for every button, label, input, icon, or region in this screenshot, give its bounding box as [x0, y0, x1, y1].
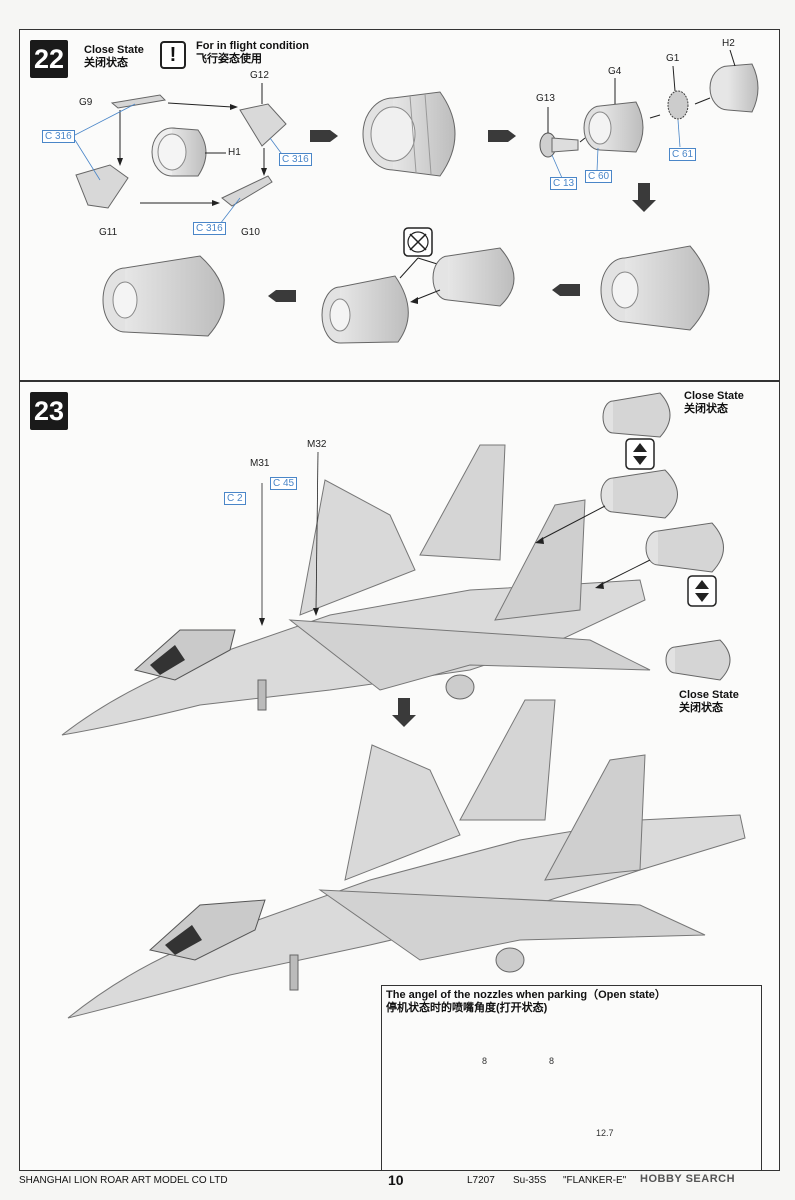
color-ref-c316: C 316: [279, 153, 312, 166]
part-label-g13: G13: [536, 93, 555, 104]
angle-label-left: 8: [482, 1056, 488, 1066]
watermark: HOBBY SEARCH: [640, 1173, 736, 1185]
step-number: 22: [30, 40, 68, 78]
part-label-h1: H1: [228, 147, 241, 158]
parking-angle-inset: The angel of the nozzles when parking（Op…: [381, 985, 762, 1171]
part-label-h2: H2: [722, 38, 735, 49]
close-state-label-bottom: Close State 关闭状态: [679, 689, 739, 714]
page-number: 10: [388, 1172, 404, 1188]
part-label-m32: M32: [307, 439, 327, 450]
color-ref-c13: C 13: [550, 177, 578, 190]
exclamation-icon: !: [160, 41, 186, 69]
angle-label-right: 8: [549, 1056, 555, 1066]
part-label-g10: G10: [241, 227, 260, 238]
part-label-g1: G1: [666, 53, 680, 64]
page-footer: SHANGHAI LION ROAR ART MODEL CO LTD 10 L…: [0, 1172, 795, 1200]
part-g11: [75, 164, 129, 209]
inset-title-en: The angel of the nozzles when parking（Op…: [386, 989, 666, 1001]
part-g12: [239, 103, 287, 147]
step-number: 23: [30, 392, 68, 430]
aircraft-bottom: [67, 699, 746, 1019]
color-ref-c316: C 316: [42, 130, 75, 143]
company-name: SHANGHAI LION ROAR ART MODEL CO LTD: [19, 1175, 228, 1186]
up-down-arrows-icon: [687, 575, 717, 607]
color-ref-c60: C 60: [585, 170, 613, 183]
part-g9: [110, 94, 167, 109]
part-g10: [221, 175, 273, 207]
part-label-m31: M31: [250, 458, 270, 469]
color-ref-c316: C 316: [193, 222, 226, 235]
part-label-g4: G4: [608, 66, 622, 77]
color-ref-c2: C 2: [224, 492, 246, 505]
color-ref-c61: C 61: [669, 148, 697, 161]
kit-code: L7207: [467, 1175, 495, 1186]
up-down-arrows-icon: [625, 438, 655, 470]
close-state-label-top: Close State 关闭状态: [684, 390, 744, 415]
part-label-g12: G12: [250, 70, 269, 81]
inset-title-zh: 停机状态时的喷嘴角度(打开状态): [386, 1002, 548, 1014]
close-state-label: Close State 关闭状态: [84, 44, 144, 69]
flight-condition-label: For in flight condition 飞行姿态使用: [196, 40, 310, 65]
color-ref-c45: C 45: [270, 477, 298, 490]
model-name: Su-35S: [513, 1175, 547, 1186]
angle-label-side: 12.7: [596, 1128, 614, 1138]
model-nickname: "FLANKER-E": [563, 1175, 627, 1186]
aircraft-top: [61, 444, 651, 736]
nozzle-set-top: [535, 392, 731, 681]
part-label-g11: G11: [99, 227, 118, 238]
part-label-g9: G9: [79, 97, 93, 108]
